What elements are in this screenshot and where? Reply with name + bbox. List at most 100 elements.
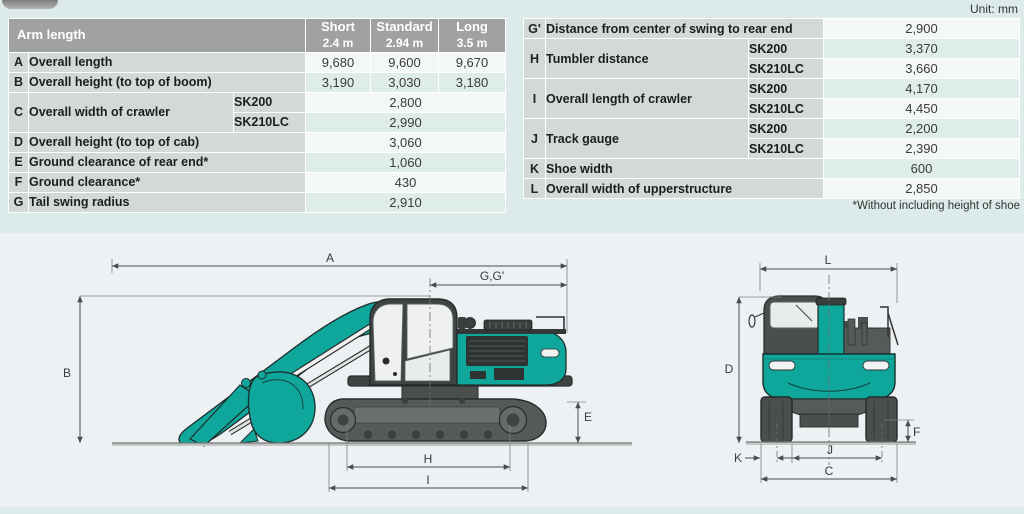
spec-letter: C bbox=[8, 91, 29, 133]
dimensions-spec-table: G' Distance from center of swing to rear… bbox=[523, 18, 1020, 199]
spec-value: 3,060 bbox=[305, 131, 506, 153]
spec-value: 1,060 bbox=[305, 151, 506, 173]
spec-value: 2,990 bbox=[305, 111, 506, 133]
column-header-standard: Standard 2.94 m bbox=[370, 18, 439, 53]
corner-tab-decoration bbox=[2, 0, 58, 9]
column-header-short: Short 2.4 m bbox=[305, 18, 371, 53]
table-row: G Tail swing radius 2,910 bbox=[8, 191, 506, 213]
dim-label-F: F bbox=[913, 425, 920, 439]
dim-label-K: K bbox=[734, 451, 742, 465]
spec-letter: F bbox=[8, 171, 29, 193]
table-row: SK210LC 3,660 bbox=[524, 58, 1020, 79]
dim-label-B: B bbox=[63, 366, 71, 380]
spec-value: 9,680 bbox=[305, 51, 371, 73]
column-name: Long bbox=[456, 19, 488, 34]
spec-label: Overall width of crawler bbox=[28, 91, 234, 133]
dim-label-GG: G,G' bbox=[480, 269, 504, 283]
spec-label: Shoe width bbox=[545, 158, 824, 179]
rear-track-left bbox=[760, 396, 793, 443]
table-row: H Tumbler distance SK200 3,370 bbox=[523, 38, 1020, 79]
spec-value: 3,180 bbox=[438, 71, 506, 93]
model-label: SK200 bbox=[748, 78, 824, 99]
column-spec: 2.4 m bbox=[322, 36, 354, 51]
spec-letter: G' bbox=[523, 18, 546, 39]
dim-label-L: L bbox=[825, 253, 832, 267]
table-row: G' Distance from center of swing to rear… bbox=[523, 18, 1020, 39]
dim-label-C: C bbox=[825, 464, 834, 478]
table-row: J Track gauge SK200 2,200 bbox=[523, 118, 1020, 159]
spec-value: 2,850 bbox=[823, 178, 1020, 199]
model-label: SK210LC bbox=[748, 98, 824, 119]
spec-label: Ground clearance of rear end* bbox=[28, 151, 306, 173]
footnote: *Without including height of shoe bbox=[852, 200, 1021, 212]
spec-value: 2,900 bbox=[823, 18, 1020, 39]
dim-label-A: A bbox=[326, 251, 334, 265]
spec-label: Overall length of crawler bbox=[545, 78, 749, 119]
table-row: SK210LC 2,990 bbox=[9, 111, 506, 133]
spec-label: Overall height (to top of cab) bbox=[28, 131, 306, 153]
table-header-row: Arm length Short 2.4 m Standard 2.94 m L… bbox=[8, 18, 506, 53]
arm-length-spec-table: Arm length Short 2.4 m Standard 2.94 m L… bbox=[8, 18, 506, 213]
dim-label-E: E bbox=[584, 410, 592, 424]
table-row: SK210LC 4,450 bbox=[524, 98, 1020, 119]
column-name: Standard bbox=[376, 19, 433, 34]
table-row: C Overall width of crawler SK200 2,800 bbox=[8, 91, 506, 133]
model-label: SK200 bbox=[748, 38, 824, 59]
spec-letter: B bbox=[8, 71, 29, 93]
table-row: B Overall height (to top of boom) 3,190 … bbox=[8, 71, 506, 93]
side-view-diagram: A B G,G' E H I bbox=[63, 251, 632, 492]
model-label: SK200 bbox=[233, 91, 306, 113]
spec-letter: A bbox=[8, 51, 29, 73]
spec-letter: H bbox=[523, 38, 546, 79]
model-label: SK200 bbox=[748, 118, 824, 139]
spec-value: 3,030 bbox=[370, 71, 439, 93]
table-row: L Overall width of upperstructure 2,850 bbox=[523, 178, 1020, 199]
spec-value: 3,370 bbox=[823, 38, 1020, 59]
spec-value: 600 bbox=[823, 158, 1020, 179]
dim-label-I: I bbox=[426, 473, 429, 487]
dim-label-J: J bbox=[827, 443, 833, 457]
spec-letter: E bbox=[8, 151, 29, 173]
spec-label: Ground clearance* bbox=[28, 171, 306, 193]
spec-label: Overall height (to top of boom) bbox=[28, 71, 306, 93]
model-label: SK210LC bbox=[233, 111, 306, 133]
table-row: D Overall height (to top of cab) 3,060 bbox=[8, 131, 506, 153]
rear-track-right bbox=[865, 396, 898, 443]
spec-letter: K bbox=[523, 158, 546, 179]
spec-value: 2,200 bbox=[823, 118, 1020, 139]
spec-value: 2,910 bbox=[305, 191, 506, 213]
spec-value: 430 bbox=[305, 171, 506, 193]
spec-letter: D bbox=[8, 131, 29, 153]
table-row: E Ground clearance of rear end* 1,060 bbox=[8, 151, 506, 173]
spec-value: 2,800 bbox=[305, 91, 506, 113]
arm-length-header: Arm length bbox=[8, 18, 306, 53]
table-row: F Ground clearance* 430 bbox=[8, 171, 506, 193]
spec-letter: L bbox=[523, 178, 546, 199]
spec-letter: J bbox=[523, 118, 546, 159]
column-name: Short bbox=[321, 19, 355, 34]
spec-value: 3,660 bbox=[823, 58, 1020, 79]
column-header-long: Long 3.5 m bbox=[438, 18, 506, 53]
dimension-diagram-panel: A B G,G' E H I bbox=[0, 233, 1024, 507]
spec-letter: I bbox=[523, 78, 546, 119]
column-spec: 3.5 m bbox=[456, 36, 488, 51]
unit-label: Unit: mm bbox=[970, 2, 1018, 16]
spec-label: Overall length bbox=[28, 51, 306, 73]
spec-value: 4,170 bbox=[823, 78, 1020, 99]
rear-view-diagram: L D K J C F bbox=[725, 253, 920, 483]
table-row: K Shoe width 600 bbox=[523, 158, 1020, 179]
excavator-dimension-diagram: A B G,G' E H I bbox=[63, 251, 920, 492]
dim-label-D: D bbox=[725, 362, 734, 376]
spec-label: Distance from center of swing to rear en… bbox=[545, 18, 824, 39]
spec-value: 9,670 bbox=[438, 51, 506, 73]
model-label: SK210LC bbox=[748, 58, 824, 79]
dim-label-H: H bbox=[424, 452, 433, 466]
spec-value: 3,190 bbox=[305, 71, 371, 93]
spec-label: Tail swing radius bbox=[28, 191, 306, 213]
spec-value: 4,450 bbox=[823, 98, 1020, 119]
spec-value: 2,390 bbox=[823, 138, 1020, 159]
table-row: I Overall length of crawler SK200 4,170 bbox=[523, 78, 1020, 119]
spec-letter: G bbox=[8, 191, 29, 213]
model-label: SK210LC bbox=[748, 138, 824, 159]
